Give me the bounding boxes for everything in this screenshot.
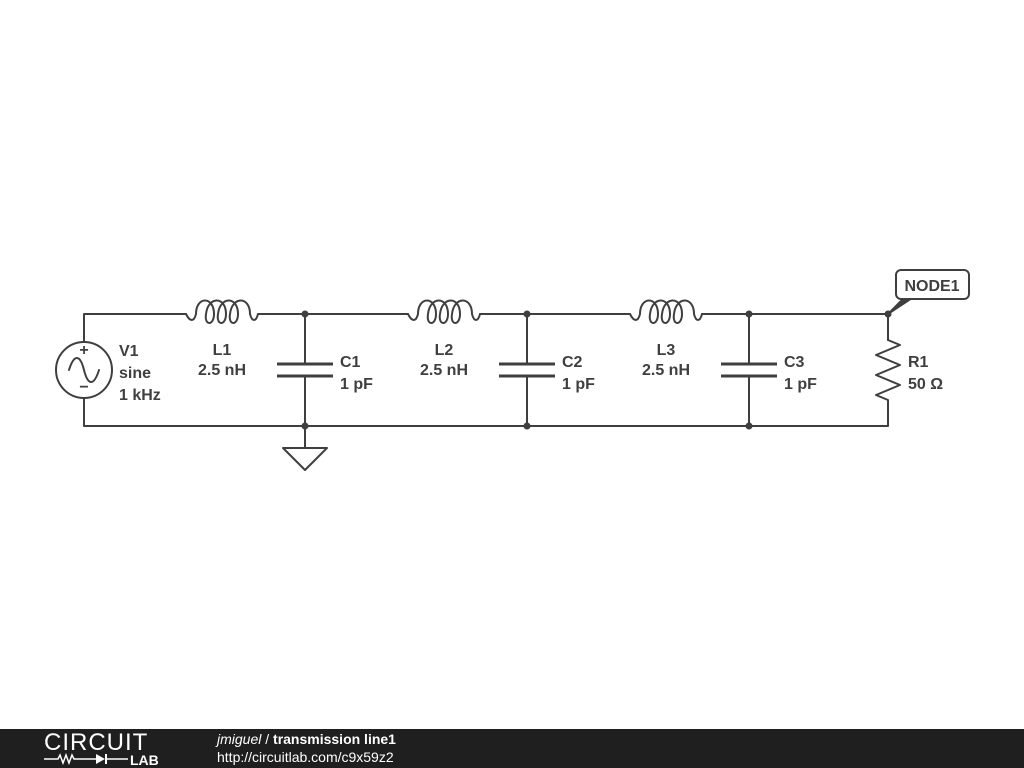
r1-resistor[interactable]	[875, 339, 901, 405]
r1-name-label: R1	[908, 354, 929, 371]
c1-capacitor[interactable]	[277, 313, 333, 427]
junction-dot	[523, 422, 531, 430]
v1-minus-sign: −	[79, 379, 88, 396]
v1-type-label: sine	[119, 365, 151, 382]
top-wires	[83, 313, 889, 343]
logo-lab-text: LAB	[130, 752, 159, 768]
circuitlab-logo[interactable]: CIRCUIT LAB	[44, 729, 178, 768]
r1-value-label: 50 Ω	[908, 376, 943, 393]
bottom-wires	[83, 397, 889, 427]
c3-value-label: 1 pF	[784, 376, 817, 393]
v1-freq-label: 1 kHz	[119, 387, 161, 404]
l2-name-label: L2	[435, 342, 454, 359]
junction-dots	[301, 310, 892, 430]
l1-value-label: 2.5 nH	[198, 362, 246, 379]
circuit-schematic: + − V1 sine 1 kHz L1 2.5 nH L2 2.5 nH L3…	[55, 269, 970, 471]
junction-dot	[745, 310, 753, 318]
c2-capacitor[interactable]	[499, 313, 555, 427]
junction-dot	[523, 310, 531, 318]
author-link[interactable]: jmiguel	[217, 731, 262, 747]
node1-label-text: NODE1	[904, 278, 959, 295]
v1-plus-sign: +	[79, 342, 88, 359]
v1-name-label: V1	[119, 343, 139, 360]
node1-label[interactable]: NODE1	[887, 269, 970, 315]
l1-name-label: L1	[213, 342, 232, 359]
c3-name-label: C3	[784, 354, 805, 371]
c1-name-label: C1	[340, 354, 361, 371]
logo-circuit-text: CIRCUIT	[44, 729, 149, 756]
ground-symbol	[282, 425, 328, 471]
junction-dot	[745, 422, 753, 430]
l2-value-label: 2.5 nH	[420, 362, 468, 379]
logo-circuit-symbol-icon	[44, 752, 128, 766]
c1-value-label: 1 pF	[340, 376, 373, 393]
l2-inductor[interactable]	[407, 299, 481, 324]
footer-bar: CIRCUIT LAB jmiguel / transmission line1…	[0, 729, 1024, 768]
l3-value-label: 2.5 nH	[642, 362, 690, 379]
l1-inductor[interactable]	[185, 299, 259, 324]
junction-dot	[301, 422, 309, 430]
l3-inductor[interactable]	[629, 299, 703, 324]
circuit-title: transmission line1	[273, 731, 396, 747]
c2-name-label: C2	[562, 354, 583, 371]
footer-title-line: jmiguel / transmission line1	[217, 731, 396, 748]
junction-dot	[301, 310, 309, 318]
c2-value-label: 1 pF	[562, 376, 595, 393]
circuit-url-link[interactable]: http://circuitlab.com/c9x59z2	[217, 749, 394, 765]
l3-name-label: L3	[657, 342, 676, 359]
title-separator: /	[261, 731, 274, 747]
v1-sine-source[interactable]: + −	[55, 341, 113, 399]
c3-capacitor[interactable]	[721, 313, 777, 427]
